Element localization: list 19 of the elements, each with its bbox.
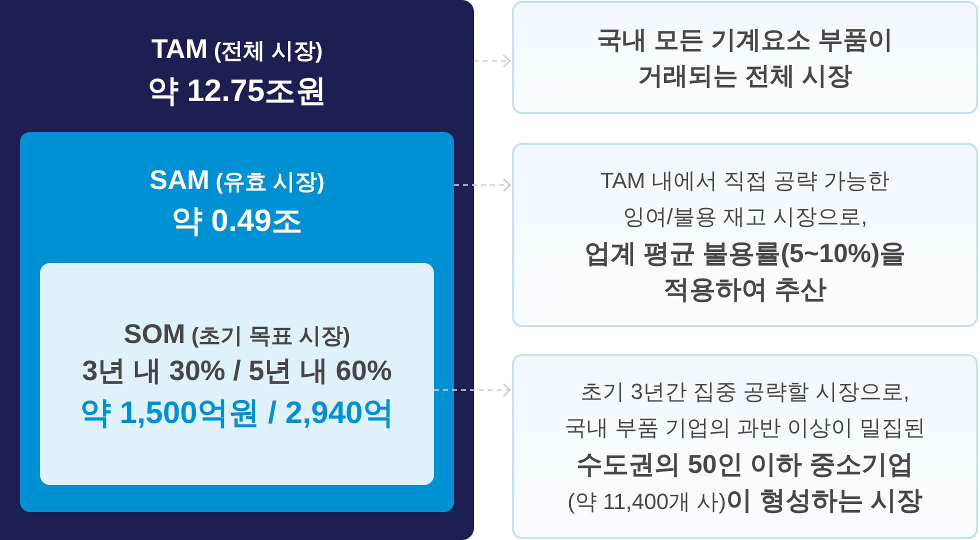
market-size: 약 0.49조 — [172, 202, 302, 240]
box-title: TAM (전체 시장) — [151, 32, 323, 66]
description-text: TAM 내에서 직접 공략 가능한 잉여/불용 재고 시장으로, 업계 평균 불용률(5~10%)을 적용하여 추산 — [583, 167, 907, 306]
middle-box — [20, 132, 454, 512]
market-size: 약 1,500억원 / 2,940억 — [80, 394, 394, 432]
description-box — [512, 354, 978, 539]
outer-box — [0, 0, 474, 540]
description-text: 국내 모든 기계요소 부품이 거래되는 전체 시장 — [596, 24, 894, 92]
description-box — [512, 143, 978, 327]
box-title: SAM (유효 시장) — [150, 164, 324, 196]
dashed-arrow — [454, 178, 511, 192]
description-text: 초기 3년간 집중 공략할 시장으로, 국내 부품 기업의 과반 이상이 밀집된 수도권의 50인 이하 중소기업 (약 11,400개 사)이 형성하는 시장 — [564, 378, 926, 516]
dashed-arrow — [474, 54, 511, 68]
box-title: SOM (초기 목표 시장) — [124, 318, 350, 350]
dashed-arrow — [434, 383, 511, 397]
inner-box — [40, 263, 434, 485]
market-size: 약 12.75조원 — [147, 72, 327, 110]
description-box — [512, 1, 978, 114]
target-share: 3년 내 30% / 5년 내 60% — [82, 354, 392, 388]
